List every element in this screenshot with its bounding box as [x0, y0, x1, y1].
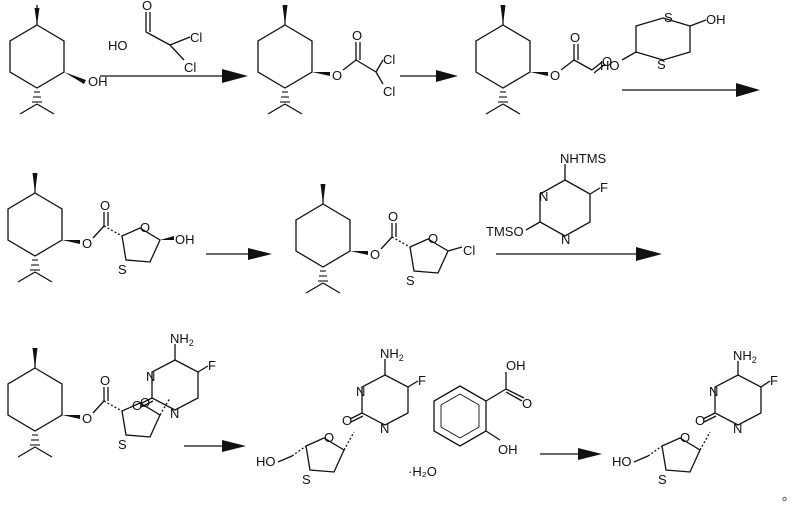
- hydroxymethyl-ho-label-8: HO: [612, 454, 632, 469]
- oxathiolane-o-label-7: O: [324, 430, 334, 445]
- amine-label-8: NH2: [733, 348, 757, 365]
- cytosine-o-label-7: O: [342, 413, 352, 428]
- hydroxy-oxathiolane-ester-structure: O O O S OH: [7, 173, 195, 283]
- salicylic-oh-label: OH: [506, 358, 526, 373]
- ester-o-label-4: O: [82, 236, 92, 251]
- chloro-oxathiolane-ester-structure: O O O S Cl: [295, 184, 475, 294]
- dithiane-oh-label: OH: [706, 12, 726, 27]
- oxathiolane-cl-label: Cl: [463, 243, 475, 258]
- menthyl-glyoxylate-structure: O O O: [475, 5, 612, 115]
- ester-o-label-6: O: [82, 411, 92, 426]
- oxathiolane-s-label-6: S: [118, 437, 127, 452]
- reaction-arrow-7: [540, 448, 602, 460]
- cytosine-o-label-6: O: [132, 398, 142, 413]
- carbonyl-o-label-5: O: [388, 209, 398, 224]
- menthyl-ester-nucleoside-structure: O O O S N N O NH2 F: [7, 331, 216, 458]
- dithiane-s-label-1: S: [664, 10, 673, 25]
- silylated-fluorocytosine-structure: N N NHTMS F TMSO: [486, 151, 608, 247]
- pyrimidine-n-label-2: N: [561, 232, 570, 247]
- nhtms-label: NHTMS: [560, 151, 607, 166]
- chloro-label-2: Cl: [184, 60, 196, 75]
- oxathiolane-s-label-4: S: [118, 262, 127, 277]
- hydroxymethyl-ho-label-7: HO: [256, 454, 276, 469]
- carbonyl-o-label-4: O: [100, 198, 110, 213]
- glyoxylate-ester-o-label: O: [550, 68, 560, 83]
- chloro-label-3: Cl: [383, 52, 395, 67]
- reaction-arrow-2: [400, 70, 458, 82]
- dithiane-diol-structure: S S OH HO: [600, 10, 726, 73]
- dichloroacetic-acid-structure: O HO Cl Cl: [108, 0, 202, 75]
- amine-label-7: NH2: [380, 346, 404, 363]
- glyoxylate-carbonyl-o-label: O: [570, 30, 580, 45]
- oxathiolane-o-label-5: O: [428, 231, 438, 246]
- cytosine-n-label-7b: N: [380, 421, 389, 436]
- dithiane-s-label-2: S: [657, 57, 666, 72]
- fluoro-label-6: F: [208, 358, 216, 373]
- phenol-oh-label: OH: [498, 442, 518, 457]
- amine-label-6: NH2: [170, 331, 194, 348]
- oxathiolane-o-label-8: O: [680, 430, 690, 445]
- acid-oh-label: HO: [108, 38, 128, 53]
- fluoro-label-8: F: [770, 373, 778, 388]
- oxathiolane-o-label-6: O: [140, 395, 150, 410]
- aldehyde-o-label: O: [602, 54, 612, 69]
- salicylic-carbonyl-o-label: O: [522, 396, 532, 411]
- reaction-arrow-5: [496, 247, 662, 261]
- fluoro-label-reagent: F: [600, 180, 608, 195]
- reaction-arrow-1: [100, 69, 248, 83]
- chloro-label-1: Cl: [190, 30, 202, 45]
- cytosine-o-label-8: O: [695, 413, 705, 428]
- oxathiolane-oh-label: OH: [175, 232, 195, 247]
- cytosine-n-label-6b: N: [170, 406, 179, 421]
- reaction-arrow-3: [622, 83, 760, 97]
- cytosine-n-label-8a: N: [709, 384, 718, 399]
- cytosine-n-label-7a: N: [356, 384, 365, 399]
- end-mark: 。: [782, 488, 795, 503]
- menthol-structure: OH: [9, 5, 108, 115]
- carbonyl-o-label-6: O: [100, 373, 110, 388]
- oxathiolane-s-label-7: S: [302, 472, 311, 487]
- ester-carbonyl-o-label: O: [352, 28, 362, 43]
- emtricitabine-salicylate-structure: HO O S N N O NH2 F OH O OH ·H₂O: [256, 346, 532, 487]
- chloro-label-4: Cl: [383, 84, 395, 99]
- carbonyl-o-label: O: [142, 0, 152, 13]
- cytosine-n-label-6a: N: [146, 369, 155, 384]
- oxathiolane-s-label-8: S: [658, 472, 667, 487]
- hydrate-label: ·H₂O: [408, 464, 437, 479]
- tmso-label: TMSO: [486, 224, 524, 239]
- pyrimidine-n-label-1: N: [539, 189, 548, 204]
- menthyl-dichloroacetate-structure: O O Cl Cl: [257, 5, 395, 115]
- fluoro-label-7: F: [418, 373, 426, 388]
- reaction-arrow-6: [184, 440, 246, 452]
- oxathiolane-o-label-4: O: [140, 220, 150, 235]
- oxathiolane-s-label-5: S: [406, 273, 415, 288]
- hydroxyl-label: OH: [88, 74, 108, 89]
- cytosine-n-label-8b: N: [733, 421, 742, 436]
- dithiane-ho-label: HO: [600, 58, 620, 73]
- reaction-arrow-4: [206, 248, 272, 260]
- ester-o-label: O: [332, 68, 342, 83]
- ester-o-label-5: O: [370, 247, 380, 262]
- emtricitabine-structure: HO O S N N O NH2 F: [612, 348, 778, 487]
